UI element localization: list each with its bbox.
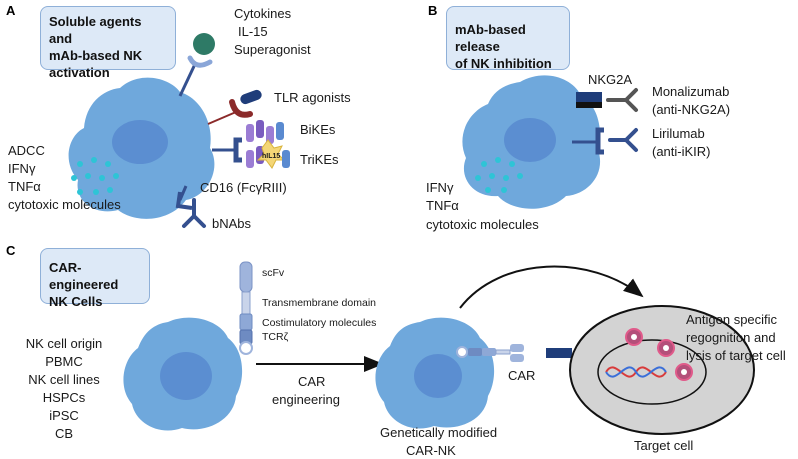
bnab-antibody-icon bbox=[182, 198, 206, 228]
cytokine-receptor-stalk bbox=[178, 61, 198, 97]
car-arrow-label: CAR bbox=[298, 374, 325, 389]
superagonist-label: Superagonist bbox=[234, 42, 311, 57]
panel-b-title-line1: mAb-based release bbox=[455, 22, 526, 54]
trike-molecule-icon bbox=[246, 139, 290, 169]
nucleus-car-nk bbox=[414, 354, 462, 398]
dna-icon bbox=[605, 366, 667, 378]
effect-b-tnfa: TNFα bbox=[426, 198, 459, 213]
bnabs-label: bNAbs bbox=[212, 216, 252, 231]
cd16-receptor-icon bbox=[175, 191, 193, 210]
virus-particle-icons bbox=[625, 328, 693, 381]
monalizumab-antibody-icon bbox=[606, 88, 638, 112]
cytotoxic-granules-a bbox=[71, 157, 119, 195]
car-receptor-icon bbox=[456, 344, 524, 362]
lirilumab-label: Lirilumab bbox=[652, 126, 705, 141]
bikes-label: BiKEs bbox=[300, 122, 336, 137]
cd16-label: CD16 (FcγRIII) bbox=[200, 180, 287, 195]
antigen-label-line2: regognition and bbox=[686, 330, 776, 345]
origin-item-4: iPSC bbox=[49, 408, 79, 423]
costimulatory-label: Costimulatory molecules bbox=[262, 317, 376, 329]
tcrz-label: TCRζ bbox=[262, 331, 289, 343]
tlr-receptor-icon bbox=[229, 99, 253, 118]
origin-item-2: NK cell lines bbox=[28, 372, 100, 387]
trikes-label: TriKEs bbox=[300, 152, 339, 167]
antigen-label-line3: lysis of target cell bbox=[686, 348, 786, 363]
nucleus-a bbox=[112, 120, 168, 164]
panel-letter-b: B bbox=[428, 3, 437, 18]
car-label: CAR bbox=[508, 368, 535, 383]
origin-item-3: HSPCs bbox=[43, 390, 86, 405]
panel-c-title-line1: CAR-engineered bbox=[49, 260, 119, 292]
panel-c-title-line2: NK Cells bbox=[49, 294, 103, 309]
il15-label: IL-15 bbox=[238, 24, 268, 39]
tlr-agonist-icon bbox=[240, 89, 262, 105]
nkg2a-label: NKG2A bbox=[588, 72, 632, 87]
transmembrane-label: Transmembrane domain bbox=[262, 297, 376, 309]
antigen-label-line1: Antigen specific bbox=[686, 312, 778, 327]
panel-a-title-line1: Soluble agents and bbox=[49, 14, 142, 46]
recognition-arrow bbox=[459, 265, 644, 309]
panel-b-title: mAb-based release of NK inhibition bbox=[446, 6, 570, 71]
panel-c-title: CAR-engineered NK Cells bbox=[40, 248, 150, 309]
target-cell-label: Target cell bbox=[634, 438, 693, 453]
origin-item-5: CB bbox=[55, 426, 73, 441]
monalizumab-label: Monalizumab bbox=[652, 84, 729, 99]
kir-receptor-icon bbox=[595, 127, 604, 155]
hil15-label: hIL15 bbox=[262, 153, 280, 160]
car-nk-label-line1: Genetically modified bbox=[380, 425, 497, 440]
anti-nkg2a-label: (anti-NKG2A) bbox=[652, 102, 730, 117]
lirilumab-antibody-icon bbox=[608, 128, 638, 152]
bike-molecule-icon bbox=[246, 120, 284, 144]
origin-item-0: NK cell origin bbox=[26, 336, 103, 351]
target-nucleus bbox=[597, 339, 707, 405]
scfv-label: scFv bbox=[262, 267, 285, 279]
effect-cytotoxic: cytotoxic molecules bbox=[8, 197, 121, 212]
panel-a-title-line3: activation bbox=[49, 65, 110, 80]
panel-b-title-line2: of NK inhibition bbox=[455, 56, 552, 71]
cytokines-label: Cytokines bbox=[234, 6, 292, 21]
target-cell bbox=[569, 305, 755, 435]
il15-superagonist-icon bbox=[193, 33, 215, 55]
effect-tnfa: TNFα bbox=[8, 179, 41, 194]
origin-item-1: PBMC bbox=[45, 354, 83, 369]
effect-b-cytotoxic: cytotoxic molecules bbox=[426, 217, 539, 232]
panel-letter-a: A bbox=[6, 3, 16, 18]
cytotoxic-granules-b bbox=[475, 157, 523, 193]
bike-receptor-icon bbox=[233, 137, 242, 163]
panel-a-title: Soluble agents and mAb-based NK activati… bbox=[40, 6, 176, 80]
nucleus-b bbox=[504, 118, 556, 162]
effect-b-ifng: IFNγ bbox=[426, 180, 454, 195]
tlr-stalk bbox=[207, 111, 237, 125]
panel-letter-c: C bbox=[6, 243, 16, 258]
nucleus-c-origin bbox=[160, 352, 212, 400]
nkg2a-receptor-icon bbox=[576, 92, 602, 102]
engineering-arrow-label: engineering bbox=[272, 392, 340, 407]
tlr-agonists-label: TLR agonists bbox=[274, 90, 351, 105]
effect-ifng: IFNγ bbox=[8, 161, 36, 176]
nkg2a-membrane-bar bbox=[576, 102, 602, 108]
anti-ikir-label: (anti-iKIR) bbox=[652, 144, 711, 159]
effect-adcc: ADCC bbox=[8, 143, 45, 158]
car-construct-icon bbox=[239, 261, 253, 355]
panel-a-title-line2: mAb-based NK bbox=[49, 48, 143, 63]
car-nk-label-line2: CAR-NK bbox=[406, 443, 456, 458]
target-antigen-icon bbox=[546, 348, 572, 358]
cytokine-receptor-cup bbox=[187, 55, 213, 68]
